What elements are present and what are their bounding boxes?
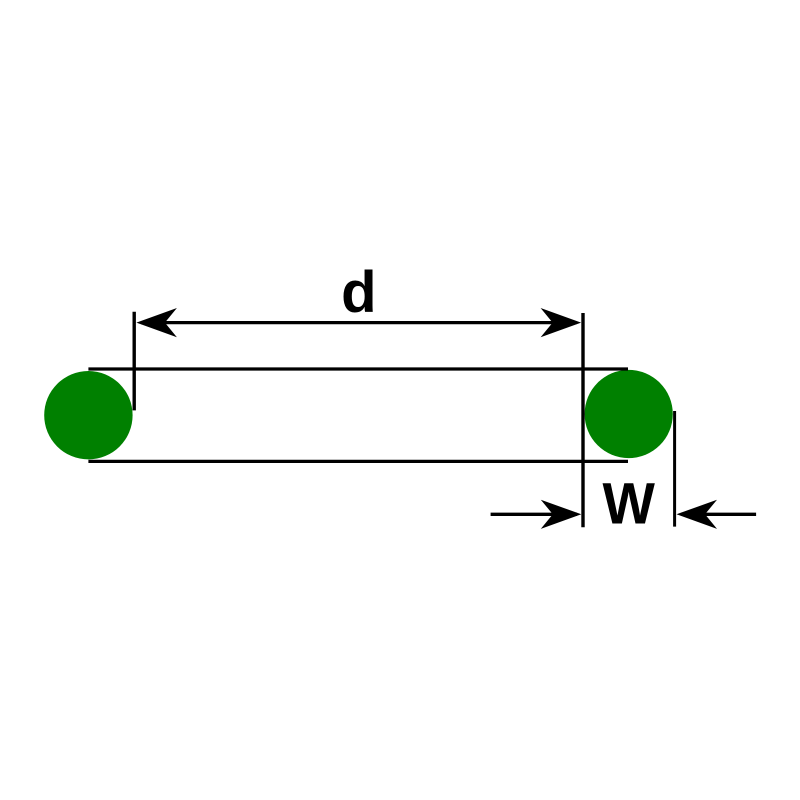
svg-text:W: W xyxy=(603,471,656,536)
svg-text:d: d xyxy=(341,260,376,325)
